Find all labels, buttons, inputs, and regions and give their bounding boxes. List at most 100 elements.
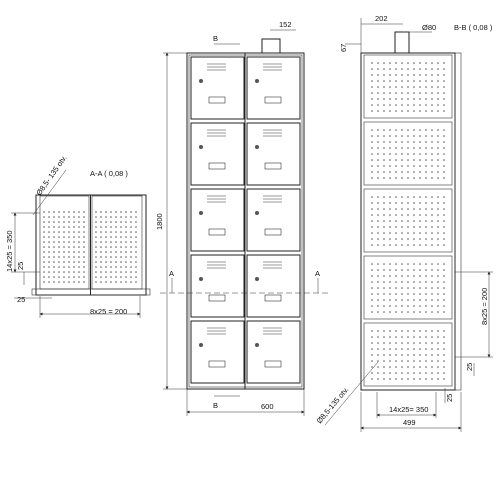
perforation-hole bbox=[377, 281, 379, 283]
perforation-hole bbox=[401, 366, 403, 368]
perforation-hole bbox=[401, 305, 403, 307]
perforation-hole bbox=[443, 232, 445, 234]
perforation-hole bbox=[413, 214, 415, 216]
perforation-hole bbox=[130, 236, 132, 238]
perforation-hole bbox=[425, 275, 427, 277]
perforation-hole bbox=[431, 74, 433, 76]
perforation-hole bbox=[48, 271, 50, 273]
perforation-hole bbox=[389, 244, 391, 246]
perforation-hole bbox=[383, 104, 385, 106]
perforation-hole bbox=[383, 68, 385, 70]
perforation-hole bbox=[383, 135, 385, 137]
perforation-hole bbox=[78, 241, 80, 243]
perforation-hole bbox=[110, 226, 112, 228]
perforation-hole bbox=[389, 348, 391, 350]
perforation-hole bbox=[115, 246, 117, 248]
perforation-hole bbox=[371, 354, 373, 356]
perforation-hole bbox=[437, 214, 439, 216]
perforation-hole bbox=[401, 238, 403, 240]
perforation-hole bbox=[377, 147, 379, 149]
perforation-hole bbox=[383, 378, 385, 380]
perforation-hole bbox=[48, 276, 50, 278]
perforation-hole bbox=[135, 276, 137, 278]
perforation-hole bbox=[383, 269, 385, 271]
door-label-holder bbox=[208, 228, 226, 236]
locker-door bbox=[246, 254, 301, 318]
perforation-hole bbox=[389, 196, 391, 198]
perforation-hole bbox=[437, 147, 439, 149]
front-section-a-right: A bbox=[315, 269, 320, 278]
perforation-hole bbox=[100, 266, 102, 268]
perforation-hole bbox=[443, 342, 445, 344]
perforation-hole bbox=[425, 372, 427, 374]
perforation-hole bbox=[100, 271, 102, 273]
perforation-hole bbox=[437, 299, 439, 301]
perforation-hole bbox=[371, 110, 373, 112]
perforation-hole bbox=[383, 354, 385, 356]
perforation-hole bbox=[413, 86, 415, 88]
perforation-hole bbox=[407, 141, 409, 143]
perforation-hole bbox=[407, 86, 409, 88]
perforation-hole bbox=[371, 342, 373, 344]
perforation-hole bbox=[63, 216, 65, 218]
perforation-hole bbox=[407, 98, 409, 100]
perforation-hole bbox=[419, 147, 421, 149]
perforation-hole bbox=[58, 216, 60, 218]
perforation-hole bbox=[407, 104, 409, 106]
locker-door bbox=[246, 188, 301, 252]
perforation-hole bbox=[443, 141, 445, 143]
perforation-hole bbox=[53, 246, 55, 248]
perforation-hole bbox=[377, 336, 379, 338]
perforation-hole bbox=[371, 80, 373, 82]
locker-door bbox=[190, 320, 245, 384]
perforation-hole bbox=[395, 135, 397, 137]
perforation-hole bbox=[407, 378, 409, 380]
door-label-holder bbox=[264, 228, 282, 236]
section-bb-dim-25-a: 25 bbox=[465, 363, 474, 371]
perforation-hole bbox=[377, 226, 379, 228]
perforation-hole bbox=[389, 305, 391, 307]
perforation-hole bbox=[407, 159, 409, 161]
perforation-hole bbox=[48, 221, 50, 223]
perforation-hole bbox=[413, 232, 415, 234]
perforation-hole bbox=[383, 202, 385, 204]
perforation-hole bbox=[431, 360, 433, 362]
perforation-hole bbox=[395, 153, 397, 155]
perforation-hole bbox=[419, 135, 421, 137]
perforation-hole bbox=[395, 378, 397, 380]
perforation-hole bbox=[425, 305, 427, 307]
perforation-hole bbox=[377, 110, 379, 112]
perforation-hole bbox=[100, 236, 102, 238]
perforation-hole bbox=[443, 226, 445, 228]
perforation-hole bbox=[395, 244, 397, 246]
perforation-hole bbox=[73, 256, 75, 258]
perforation-hole bbox=[407, 372, 409, 374]
perforation-hole bbox=[48, 241, 50, 243]
perforation-hole bbox=[383, 299, 385, 301]
perforation-hole bbox=[125, 281, 127, 283]
perforation-hole bbox=[425, 220, 427, 222]
perforation-hole bbox=[383, 287, 385, 289]
perforation-hole bbox=[115, 226, 117, 228]
perforation-hole bbox=[78, 231, 80, 233]
perforation-hole bbox=[419, 238, 421, 240]
perforation-hole bbox=[443, 80, 445, 82]
section-aa-dim-25-bottom: 25 bbox=[17, 295, 25, 304]
perforation-hole bbox=[443, 281, 445, 283]
perforation-hole bbox=[68, 266, 70, 268]
perforation-hole bbox=[125, 246, 127, 248]
perforation-hole bbox=[120, 211, 122, 213]
perforation-hole bbox=[443, 86, 445, 88]
perforation-hole bbox=[443, 348, 445, 350]
perforation-hole bbox=[73, 246, 75, 248]
perforation-hole bbox=[413, 159, 415, 161]
perforation-hole bbox=[58, 236, 60, 238]
perforation-hole bbox=[377, 214, 379, 216]
perforation-hole bbox=[383, 141, 385, 143]
perforation-hole bbox=[425, 281, 427, 283]
front-vent bbox=[261, 38, 281, 54]
perforation-hole bbox=[135, 256, 137, 258]
perforation-hole bbox=[425, 208, 427, 210]
perforation-hole bbox=[425, 232, 427, 234]
perforation-hole bbox=[395, 68, 397, 70]
